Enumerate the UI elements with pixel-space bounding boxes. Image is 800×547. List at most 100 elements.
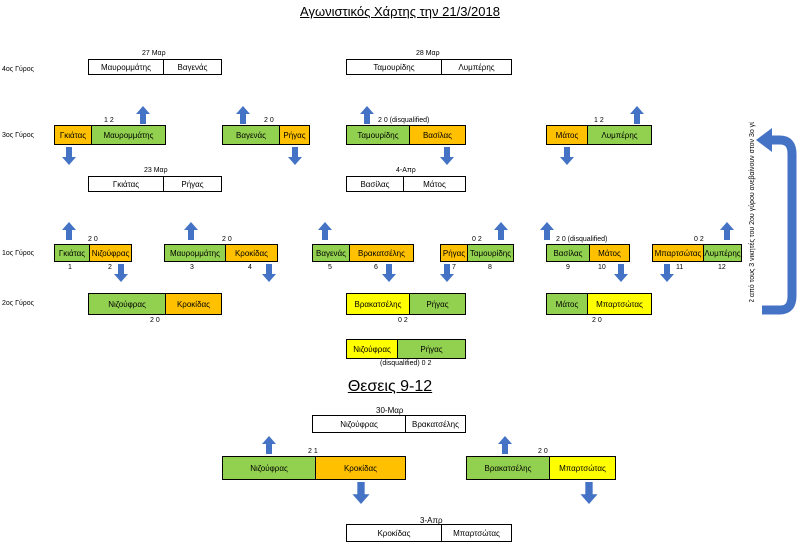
match-date: 27 Μαρ — [142, 50, 166, 57]
match-r1d: Ρήγας Ταμουρίδης — [440, 244, 514, 262]
player-cell: Λυμπέρης — [587, 126, 651, 144]
player-cell: Μπαρτσώτας — [653, 245, 703, 261]
match-score: 0 2 — [472, 236, 482, 243]
player-cell: Μάτος — [403, 177, 465, 191]
match-score: 2 0 — [538, 448, 548, 455]
player-cell: Γκιάτας — [55, 126, 91, 144]
match-score: 2 0 — [222, 236, 232, 243]
player-cell: Ρήγας — [163, 177, 221, 191]
player-cell: Βρακατσέλης — [349, 245, 413, 261]
player-cell: Ρήγας — [409, 294, 465, 314]
seed-number: 1 — [68, 264, 72, 271]
match-r2a: Νιζούφρας Κροκίδας — [88, 293, 222, 315]
round-label-1: 1ος Γύρος — [2, 250, 35, 257]
player-cell: Βασίλας — [409, 126, 465, 144]
seed-number: 11 — [676, 264, 684, 271]
arrow-up-icon — [630, 106, 644, 124]
match-p9d: Κροκίδας Μπαρτσώτας — [346, 524, 512, 542]
player-cell: Ρήγας — [397, 340, 465, 358]
arrow-up-icon — [262, 436, 276, 454]
player-cell: Βαγενάς — [223, 126, 279, 144]
seed-number: 10 — [598, 264, 606, 271]
seed-number: 2 — [108, 264, 112, 271]
match-r4b: Ταμουρίδης Λυμπέρης — [346, 59, 512, 75]
match-date: 4-Απρ — [396, 167, 416, 174]
arrow-up-icon — [184, 222, 198, 240]
player-cell: Κροκίδας — [165, 294, 221, 314]
seed-number: 6 — [374, 264, 378, 271]
arrow-up-icon — [62, 222, 76, 240]
player-cell: Κροκίδας — [347, 525, 441, 541]
player-cell: Νιζούφρας — [347, 340, 397, 358]
match-date: 28 Μαρ — [416, 50, 440, 57]
seed-number: 7 — [452, 264, 456, 271]
player-cell: Μάτος — [547, 294, 587, 314]
player-cell: Βασίλας — [347, 177, 403, 191]
match-r1a: Γκιάτας Νιζούφρας — [54, 244, 132, 262]
player-cell: Βρακατσέλης — [347, 294, 409, 314]
page-title: Αγωνιστικός Χάρτης την 21/3/2018 — [300, 4, 500, 19]
player-cell: Μπαρτσώτας — [549, 457, 615, 479]
match-p9c: Βρακατσέλης Μπαρτσώτας — [466, 456, 616, 480]
match-date: 3-Απρ — [420, 516, 443, 525]
match-r1c: Βαγενάς Βρακατσέλης — [312, 244, 414, 262]
match-score: 2 0 — [592, 317, 602, 324]
player-cell: Βασίλας — [547, 245, 589, 261]
match-r2b: Βρακατσέλης Ρήγας — [346, 293, 466, 315]
arrow-up-icon — [236, 106, 250, 124]
match-score: 2 0 — [264, 117, 274, 124]
arrow-up-icon — [360, 106, 374, 124]
player-cell: Βαγενάς — [313, 245, 349, 261]
match-score: 2 0 (disqualified) — [378, 117, 430, 124]
arrow-down-icon — [288, 147, 302, 165]
player-cell: Βαγενάς — [163, 60, 221, 74]
player-cell: Βρακατσέλης — [467, 457, 549, 479]
player-cell: Κροκίδας — [315, 457, 405, 479]
arrow-down-icon — [614, 264, 628, 282]
player-cell: Μαυρομμάτης — [91, 126, 165, 144]
match-r1b: Μαυρομμάτης Κροκίδας — [164, 244, 278, 262]
arrow-up-icon — [498, 436, 512, 454]
match-score: 2 1 — [308, 448, 318, 455]
arrow-down-icon — [580, 482, 598, 504]
side-note-text: Οι 2 από τους 3 νικητές του 2ου γύρου αν… — [748, 122, 756, 302]
player-cell: Μαυρομμάτης — [165, 245, 225, 261]
curved-arrow-icon — [756, 128, 797, 315]
player-cell: Μπαρτσώτας — [441, 525, 511, 541]
seed-number: 4 — [248, 264, 252, 271]
arrow-up-icon — [494, 222, 508, 240]
arrow-down-icon — [382, 264, 396, 282]
seed-number: 3 — [190, 264, 194, 271]
arrow-down-icon — [660, 264, 674, 282]
match-score: 2 0 — [88, 236, 98, 243]
arrow-down-icon — [560, 147, 574, 165]
match-r3c: Ταμουρίδης Βασίλας — [346, 125, 466, 145]
section-title-places-9-12: Θεσεις 9-12 — [347, 378, 433, 395]
seed-number: 5 — [328, 264, 332, 271]
match-score: (disqualified) 0 2 — [380, 360, 432, 367]
round-label-4: 4ος Γύρος — [2, 66, 35, 73]
match-score: 2 0 — [150, 317, 160, 324]
player-cell: Νιζούφρας — [313, 416, 405, 432]
arrow-down-icon — [114, 264, 128, 282]
player-cell: Νιζούφρας — [89, 245, 131, 261]
match-score: 0 2 — [694, 236, 704, 243]
player-cell: Μαυρομμάτης — [89, 60, 163, 74]
match-r2c: Μάτος Μπαρτσώτας — [546, 293, 652, 315]
arrow-up-icon — [136, 106, 150, 124]
match-p9b: Νιζούφρας Κροκίδας — [222, 456, 406, 480]
player-cell: Γκιάτας — [89, 177, 163, 191]
player-cell: Νιζούφρας — [223, 457, 315, 479]
player-cell: Ταμουρίδης — [347, 126, 409, 144]
seed-number: 12 — [718, 264, 726, 271]
player-cell: Λυμπέρης — [703, 245, 741, 261]
match-r3d: Μάτος Λυμπέρης — [546, 125, 652, 145]
match-r1f: Μπαρτσώτας Λυμπέρης — [652, 244, 742, 262]
player-cell: Γκιάτας — [55, 245, 89, 261]
round-label-3: 3ος Γύρος — [2, 132, 35, 139]
match-p9a: Νιζούφρας Βρακατσέλης — [312, 415, 466, 433]
match-r2d: Νιζούφρας Ρήγας — [346, 339, 466, 359]
arrow-down-icon — [262, 264, 276, 282]
player-cell: Ρήγας — [441, 245, 467, 261]
round-label-2: 2ος Γύρος — [2, 300, 35, 307]
